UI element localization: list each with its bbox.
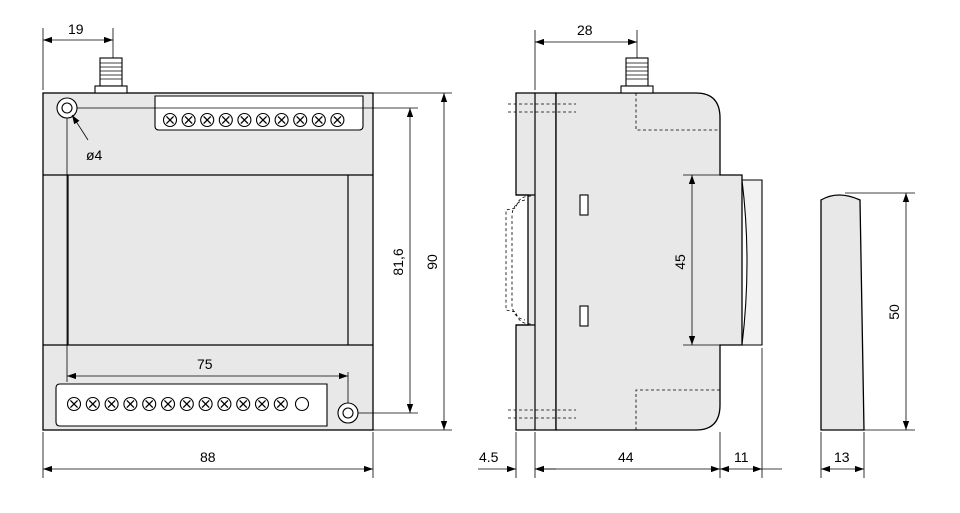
terminal-screw-icon xyxy=(142,396,157,412)
hole-diameter-label: ø4 xyxy=(86,147,103,163)
hole-leader xyxy=(71,114,89,141)
terminal-screw-icon xyxy=(218,112,233,128)
terminal-block-top-dash xyxy=(635,93,720,131)
dim90-label: 90 xyxy=(424,254,440,270)
dim11-label: 11 xyxy=(734,449,749,465)
cover-body xyxy=(820,194,865,431)
terminal-screw-icon xyxy=(236,396,251,412)
terminal-screw-icon xyxy=(311,112,326,128)
terminal-screw-icon xyxy=(160,396,176,412)
latch-window-top xyxy=(579,194,589,216)
din-rail-outline xyxy=(505,195,532,325)
terminal-screw-icon xyxy=(293,112,308,128)
terminal-screw-icon xyxy=(330,112,345,128)
terminal-block-bottom-dash xyxy=(635,389,720,430)
side-view: 28 45 4.5 44 11 xyxy=(478,22,782,478)
front-body xyxy=(42,92,374,431)
terminal-screw-icon xyxy=(179,396,194,412)
front-view: ø4 19 75 81,6 90 88 xyxy=(42,21,452,478)
side-cover xyxy=(741,179,763,346)
cover-view: 50 13 xyxy=(820,192,915,478)
dim44-label: 44 xyxy=(618,449,634,465)
top-terminal-screws xyxy=(162,112,345,128)
terminal-screw-icon xyxy=(274,112,289,128)
terminal-screw-icon xyxy=(66,396,82,412)
side-body xyxy=(555,92,743,431)
dim28-label: 28 xyxy=(577,22,593,38)
din-rail-inner xyxy=(511,199,526,321)
terminal-screw-icon xyxy=(237,112,252,128)
dim13-label: 13 xyxy=(834,449,850,465)
terminal-screw-icon xyxy=(85,396,100,412)
side-rail-clip xyxy=(515,92,557,431)
terminal-screw-icon xyxy=(273,396,288,412)
terminal-screw-icon xyxy=(162,112,178,128)
dim45-label: 45 xyxy=(672,254,688,270)
dim75-label: 75 xyxy=(197,356,213,372)
terminal-screw-icon xyxy=(200,112,215,128)
bottom-terminal-empty xyxy=(294,396,310,412)
dim816-label: 81,6 xyxy=(390,248,406,275)
latch-window-bottom xyxy=(579,305,589,327)
dim88-label: 88 xyxy=(200,449,216,465)
bottom-terminal-screws xyxy=(66,396,288,412)
dim-rail-depth-label: 4.5 xyxy=(479,449,499,465)
terminal-screw-icon xyxy=(104,396,119,412)
terminal-screw-icon xyxy=(198,396,213,412)
dim50-label: 50 xyxy=(886,304,902,320)
antenna-connector xyxy=(94,57,128,94)
mount-hole-top-inner xyxy=(61,102,73,114)
terminal-screw-icon xyxy=(123,396,138,412)
terminal-screw-icon xyxy=(254,396,270,412)
dim19-label: 19 xyxy=(68,21,84,37)
terminal-screw-icon xyxy=(181,112,196,128)
terminal-screw-icon xyxy=(255,112,271,128)
side-antenna xyxy=(620,57,654,94)
mount-hole-bottom-inner xyxy=(342,407,354,419)
terminal-screw-icon xyxy=(217,396,232,412)
